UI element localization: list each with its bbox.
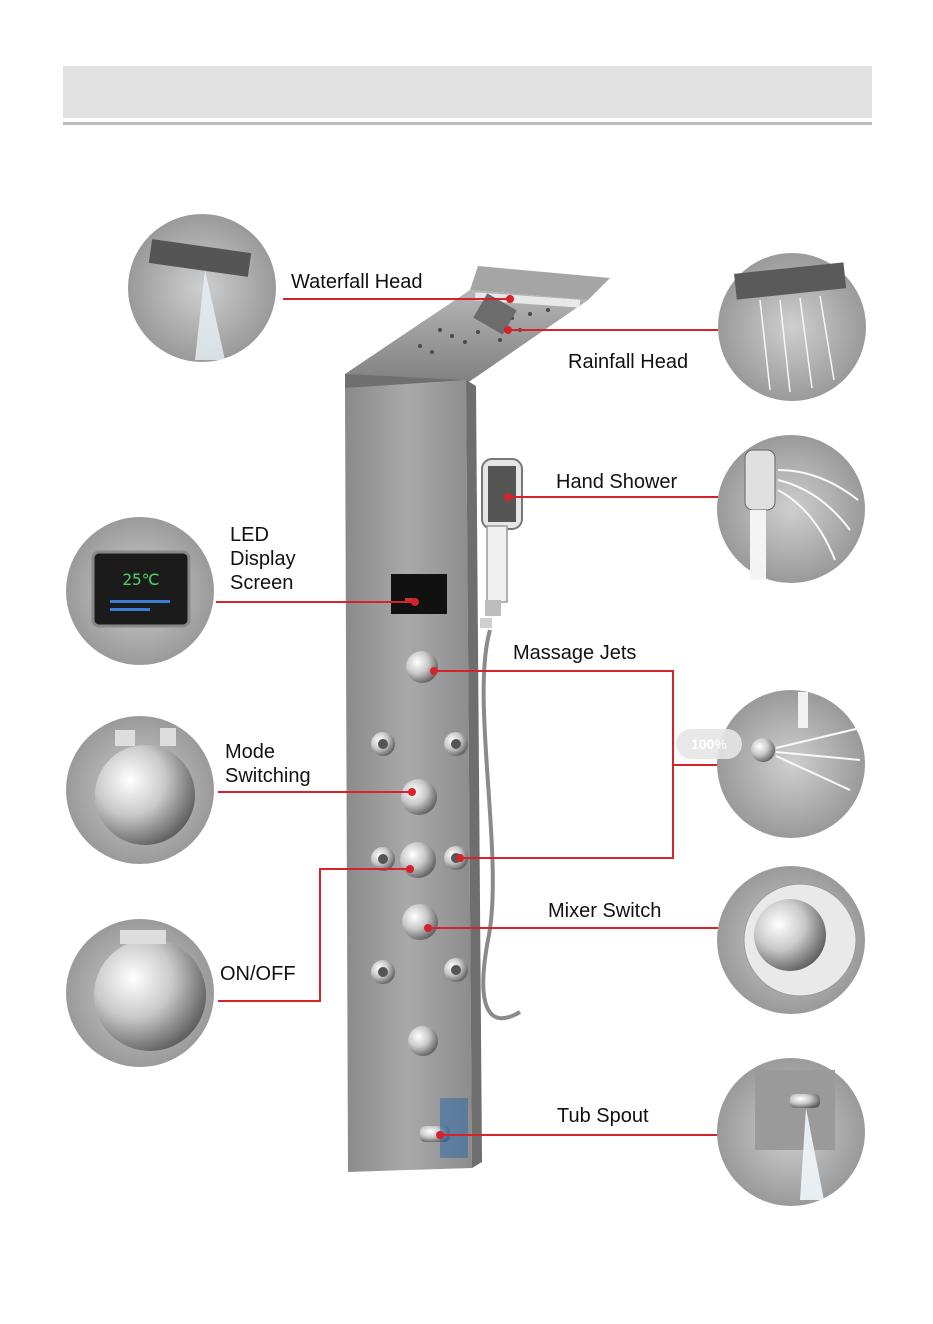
label-led-line3: Screen [230,571,340,595]
detail-massage-jet [717,690,865,838]
label-mixer-switch: Mixer Switch [548,899,661,923]
detail-mixer-switch [717,866,865,1014]
shower-panel [345,380,482,1172]
label-led-line2: Display [230,547,340,571]
display-temperature: 25℃ [122,570,159,589]
detail-waterfall-head [128,214,276,362]
detail-on-off [66,919,214,1067]
detail-rainfall-head [718,253,866,401]
led-display-screen [391,574,447,614]
label-led-display-screen: LED Display Screen [230,523,340,595]
detail-mode-switching [66,716,214,864]
label-mode-switching: Mode Switching [225,740,335,788]
label-mode-line1: Mode [225,740,335,764]
label-rainfall-head: Rainfall Head [568,350,688,374]
detail-tub-spout [717,1058,865,1206]
detail-hand-shower [717,435,865,583]
massage-strength-badge: 100% [676,729,742,759]
label-tub-spout: Tub Spout [557,1104,649,1128]
label-on-off: ON/OFF [220,962,296,986]
label-mode-line2: Switching [225,764,335,788]
label-hand-shower: Hand Shower [556,470,677,494]
detail-led-display: 25℃ [66,517,214,665]
label-led-line1: LED [230,523,340,547]
label-waterfall-head: Waterfall Head [291,270,423,294]
hand-shower-unit [480,459,522,1018]
label-massage-jets: Massage Jets [513,641,636,665]
